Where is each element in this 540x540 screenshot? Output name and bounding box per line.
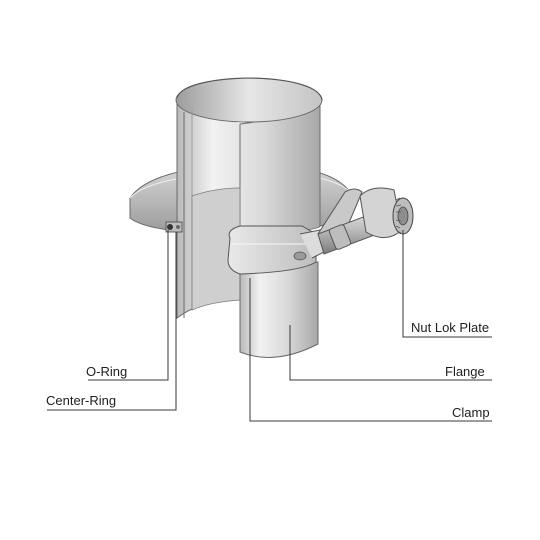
clamp-label: Clamp xyxy=(452,405,490,420)
upper-pipe xyxy=(175,77,323,320)
leader-center-ring xyxy=(47,232,177,411)
leader-nut-lok-plate xyxy=(402,230,492,338)
leader-flange xyxy=(289,325,492,381)
lower-pipe xyxy=(239,261,319,358)
leader-clamp xyxy=(249,278,492,422)
o-ring-label: O-Ring xyxy=(86,364,128,379)
seal-detail xyxy=(165,221,183,233)
flange-label: Flange xyxy=(445,364,485,379)
bolt-assembly xyxy=(317,187,414,255)
leader-lines xyxy=(47,230,492,422)
leader-o-ring xyxy=(88,230,169,381)
nut-lok-plate-label: Nut Lok Plate xyxy=(411,320,490,335)
center-ring-label: Center-Ring xyxy=(46,393,117,408)
